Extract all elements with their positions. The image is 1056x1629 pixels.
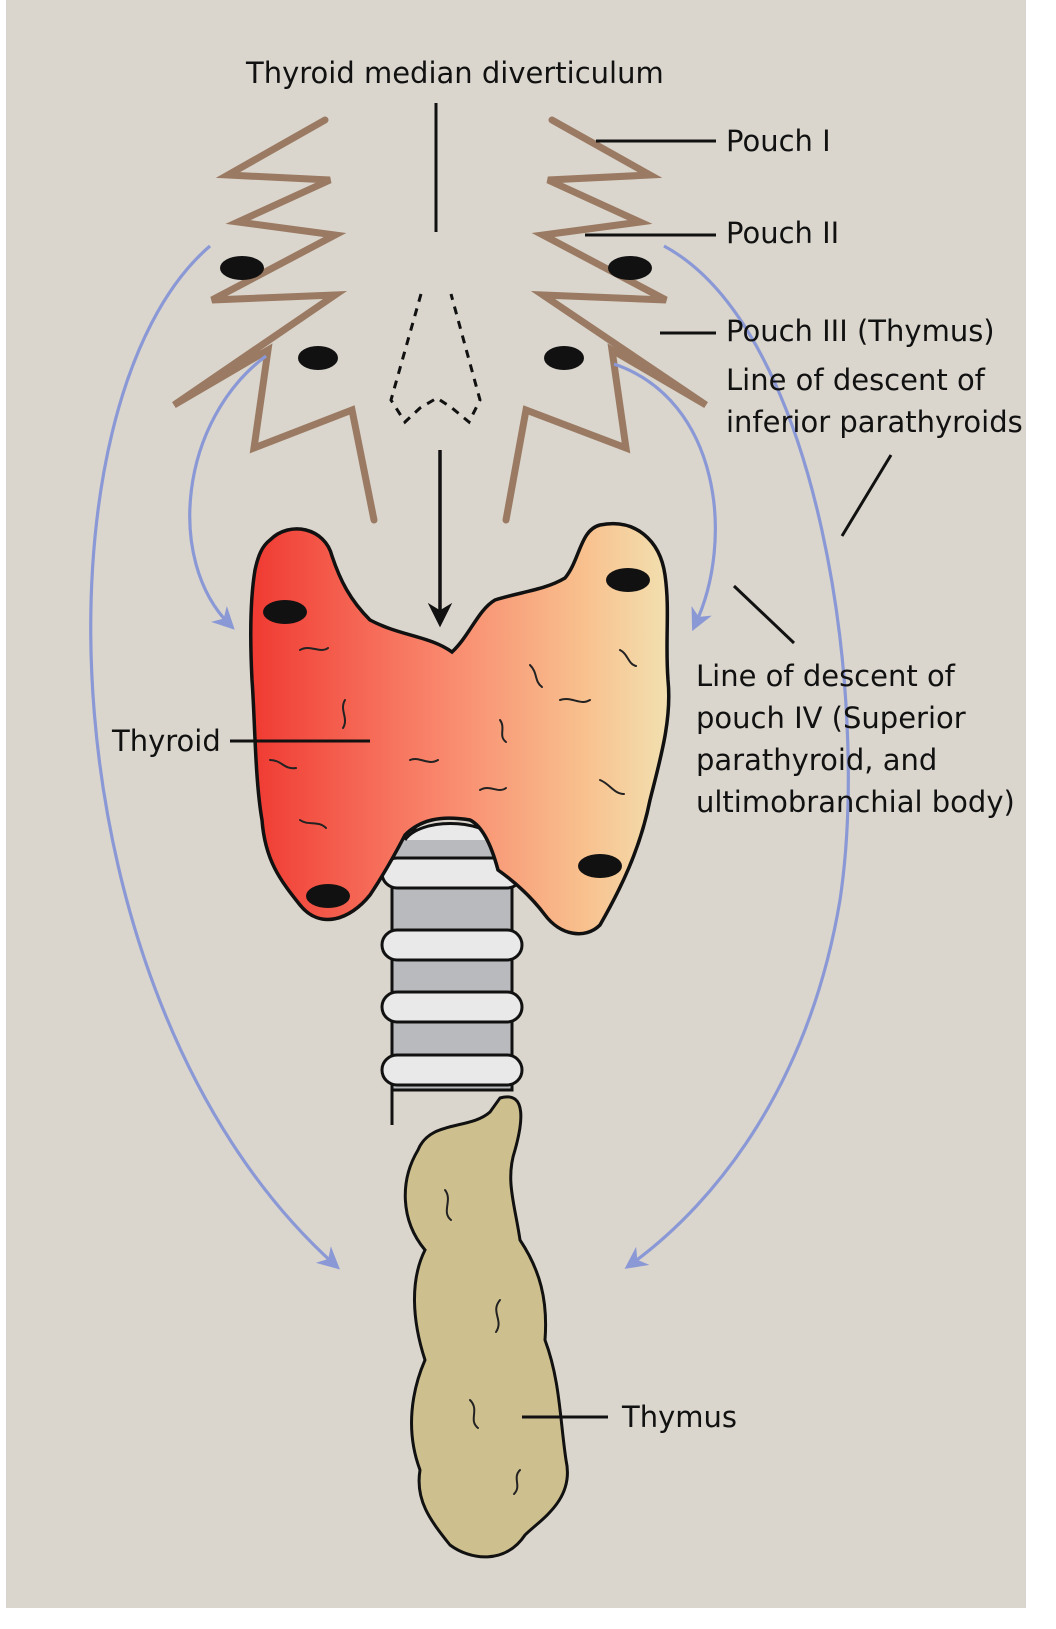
label-pouch-3: Pouch III (Thymus)	[726, 314, 995, 348]
label-descent-pouch4-line2: pouch IV (Superior	[696, 701, 966, 735]
thyroid-crease	[619, 649, 637, 667]
thymus-crease	[513, 1469, 521, 1495]
label-thymus: Thymus	[621, 1400, 737, 1434]
pouch-outline-left	[172, 116, 378, 524]
thyroid-crease	[559, 698, 591, 703]
label-descent-pouch4-line3: parathyroid, and	[696, 743, 937, 777]
parathyroid-dot-thyroid-upper-left	[263, 600, 307, 624]
thymus-crease	[444, 1189, 452, 1221]
leader-descent-inferior	[840, 454, 893, 537]
label-descent-pouch4-line1: Line of descent of	[696, 659, 956, 693]
thyroid-crease	[299, 647, 329, 651]
thyroid-crease	[299, 819, 327, 829]
label-descent-pouch4-line4: ultimobranchial body)	[696, 785, 1015, 819]
thyroid-crease	[342, 699, 346, 729]
descent-arrow-inferior-right	[624, 244, 850, 1269]
parathyroid-dot-pouch3-right	[544, 346, 584, 370]
pouch-outline-right	[502, 116, 708, 524]
label-pouch-1: Pouch I	[726, 124, 831, 158]
thyroid-body	[249, 522, 671, 936]
label-descent-inferior-line2: inferior parathyroids	[726, 405, 1023, 439]
thyroid-crease	[409, 758, 439, 763]
parathyroid-dot-thyroid-upper-right	[606, 568, 650, 592]
trachea	[380, 822, 524, 1125]
leader-descent-pouch4	[732, 584, 796, 645]
parathyroid-dot-pouch3-left	[298, 346, 338, 370]
thymus-crease	[469, 1399, 479, 1429]
parathyroid-dot-thyroid-lower-right	[578, 854, 622, 878]
median-diverticulum-outline	[389, 293, 482, 425]
descent-arrow-pouch4-left	[188, 354, 267, 630]
thyroid-crease	[499, 719, 507, 743]
tracheal-ring	[380, 990, 524, 1024]
thyroid-crease	[529, 664, 543, 688]
label-pouch-2: Pouch II	[726, 216, 839, 250]
descent-arrow-inferior-left	[89, 244, 340, 1270]
parathyroid-dot-thyroid-lower-left	[306, 884, 350, 908]
tracheal-ring	[380, 1053, 524, 1087]
thyroid-crease	[599, 779, 625, 795]
parathyroid-dot-pouch2-right	[608, 256, 652, 280]
parathyroid-dot-pouch2-left	[220, 256, 264, 280]
thyroid-crease	[479, 787, 507, 791]
thymus-crease	[495, 1299, 501, 1333]
label-thyroid-median-diverticulum: Thyroid median diverticulum	[245, 56, 664, 90]
thymus-body	[403, 1095, 569, 1559]
label-thyroid: Thyroid	[111, 724, 221, 758]
descent-arrow-pouch4-right	[613, 362, 717, 632]
tracheal-ring	[380, 928, 524, 962]
label-descent-inferior-line1: Line of descent of	[726, 363, 986, 397]
thyroid-crease	[269, 759, 297, 770]
